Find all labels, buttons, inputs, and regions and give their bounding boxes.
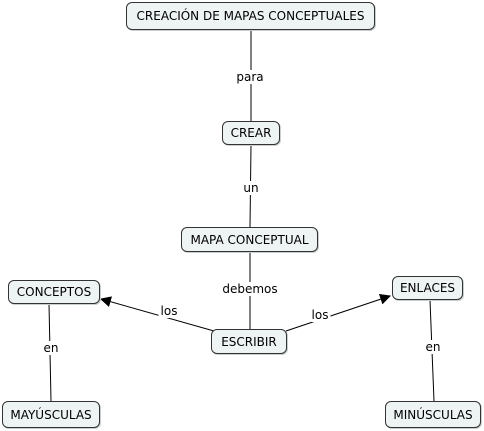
link-label-los-left: los (158, 304, 180, 318)
connector-escribir-enlaces-arrow (285, 293, 392, 332)
concept-node-minusculas[interactable]: MINÚSCULAS (385, 401, 481, 428)
concept-node-title[interactable]: CREACIÓN DE MAPAS CONCEPTUALES (126, 2, 375, 30)
link-label-un: un (241, 181, 261, 195)
concept-node-mapa-conceptual[interactable]: MAPA CONCEPTUAL (181, 227, 318, 252)
connector-escribir-conceptos-arrow (99, 296, 215, 332)
concept-node-crear[interactable]: CREAR (222, 121, 280, 145)
concept-node-escribir[interactable]: ESCRIBIR (211, 329, 287, 354)
concept-node-enlaces[interactable]: ENLACES (392, 276, 463, 300)
link-label-debemos: debemos (220, 282, 280, 296)
link-label-los-right: los (309, 308, 331, 322)
concept-node-mayusculas[interactable]: MAYÚSCULAS (2, 401, 100, 428)
link-label-para: para (234, 70, 266, 84)
link-label-en-left: en (41, 341, 61, 355)
concept-node-conceptos[interactable]: CONCEPTOS (8, 280, 100, 304)
link-label-en-right: en (423, 340, 443, 354)
